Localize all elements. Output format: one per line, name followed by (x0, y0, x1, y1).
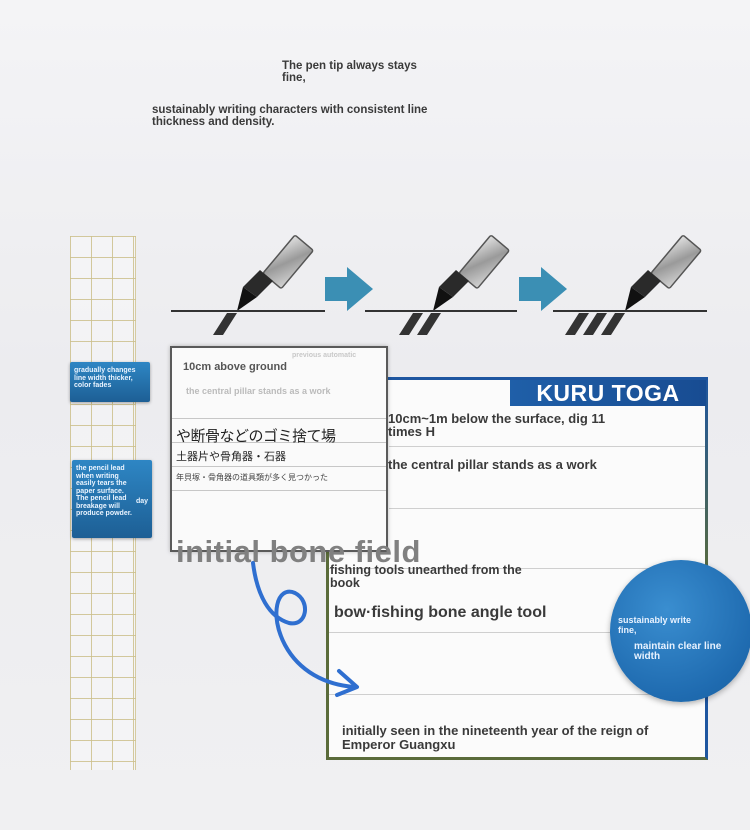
brand-logo: KURU TOGA (510, 380, 706, 406)
callout-line-width-text: gradually changes line width thicker, co… (74, 367, 136, 389)
bow-tool-text: bow·fishing bone angle tool (334, 604, 547, 621)
right-arrow-icon (325, 267, 373, 311)
card-rule (329, 568, 705, 569)
card-rule (329, 694, 705, 695)
pillar-text: the central pillar stands as a work (388, 457, 597, 472)
right-arrow-icon (519, 267, 567, 311)
handwriting-line-1: や断骨などのゴミ捨て場 (176, 427, 336, 445)
handwriting-line-2: 土器片や骨角器・石器 (176, 450, 286, 463)
guangxu-text: initially seen in the nineteenth year of… (342, 723, 649, 752)
sample-title: 10cm above ground (183, 361, 287, 373)
card-rule (389, 446, 705, 447)
swirl-arrow-icon (251, 561, 359, 697)
sample-rule (172, 418, 386, 419)
card-rule (389, 508, 705, 509)
mechanical-pencil-icon (433, 235, 510, 311)
notebook-sample-card: 10cm above ground previous automatic the… (170, 346, 388, 552)
pencil-comparison-illustration (171, 235, 707, 335)
header-line-2: sustainably writing characters with cons… (152, 104, 428, 128)
sample-faint-note: previous automatic (292, 352, 357, 359)
callout-lead-breakage: the pencil lead when writing easily tear… (72, 460, 152, 538)
badge-line-1: sustainably write fine, (618, 615, 692, 635)
sample-rule (172, 442, 386, 443)
handwriting-line-3: 年貝塚・骨角器の道具類が多く見つかった (176, 473, 328, 482)
callout-line-width: gradually changes line width thicker, co… (70, 362, 150, 402)
sample-rule (172, 466, 386, 467)
callout-lead-breakage-text: the pencil lead when writing easily tear… (76, 465, 133, 517)
sample-ghost-line: the central pillar stands as a work (186, 386, 331, 396)
fine-line-badge (610, 560, 750, 702)
callout-side-word: day (135, 498, 148, 505)
mechanical-pencil-icon (237, 235, 314, 311)
mechanical-pencil-icon (625, 235, 702, 311)
fishing-tools-text: fishing tools unearthed from the book (330, 563, 522, 590)
header-line-1: The pen tip always stays fine, (282, 60, 417, 84)
sample-rule (172, 490, 386, 491)
card-rule (329, 632, 705, 633)
badge-line-2: maintain clear line width (634, 641, 722, 662)
depth-text: 10cm~1m below the surface, dig 11 times … (388, 411, 606, 439)
bone-field-heading: initial bone field (176, 534, 421, 569)
